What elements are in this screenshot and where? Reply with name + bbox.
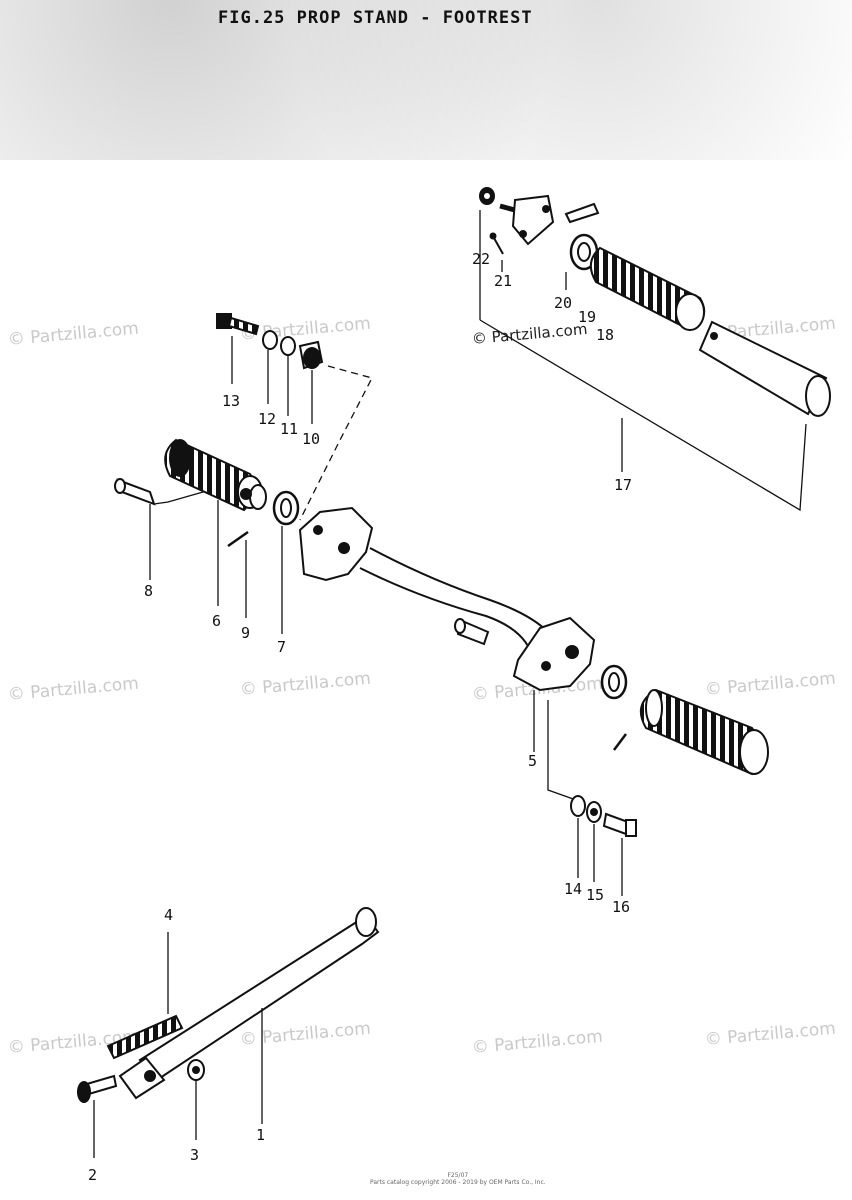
footrest-bar-5 bbox=[298, 506, 596, 752]
footrest-6-assembly bbox=[114, 313, 373, 548]
callout-6: 6 bbox=[212, 612, 222, 630]
copyright-footer: F25/07 Parts catalog copyright 2006 - 20… bbox=[370, 1172, 546, 1186]
footrest-right bbox=[547, 664, 769, 896]
callout-19: 19 bbox=[578, 308, 597, 326]
callout-12: 12 bbox=[258, 410, 277, 428]
callout-21: 21 bbox=[494, 272, 513, 290]
callout-10: 10 bbox=[302, 430, 321, 448]
callout-14: 14 bbox=[564, 880, 583, 898]
callout-20: 20 bbox=[554, 294, 573, 312]
footrest-17-assembly bbox=[479, 187, 831, 512]
callout-3: 3 bbox=[190, 1146, 200, 1164]
callout-7: 7 bbox=[277, 638, 287, 656]
prop-stand-1 bbox=[77, 907, 380, 1158]
callout-9: 9 bbox=[241, 624, 251, 642]
callout-5: 5 bbox=[528, 752, 538, 770]
callout-11: 11 bbox=[280, 420, 299, 438]
callout-2: 2 bbox=[88, 1166, 98, 1184]
callout-4: 4 bbox=[164, 906, 174, 924]
callout-17: 17 bbox=[614, 476, 633, 494]
callout-1: 1 bbox=[256, 1126, 266, 1144]
callout-15: 15 bbox=[586, 886, 605, 904]
footer-line-1: F25/07 bbox=[447, 1172, 469, 1179]
figure-title: FIG.25 PROP STAND - FOOTREST bbox=[218, 8, 533, 28]
footer-line-2: Parts catalog copyright 2006 - 2019 by O… bbox=[370, 1179, 546, 1186]
callout-22: 22 bbox=[472, 250, 491, 268]
callout-18: 18 bbox=[596, 326, 615, 344]
callout-13: 13 bbox=[222, 392, 241, 410]
callout-8: 8 bbox=[144, 582, 154, 600]
callout-16: 16 bbox=[612, 898, 631, 916]
